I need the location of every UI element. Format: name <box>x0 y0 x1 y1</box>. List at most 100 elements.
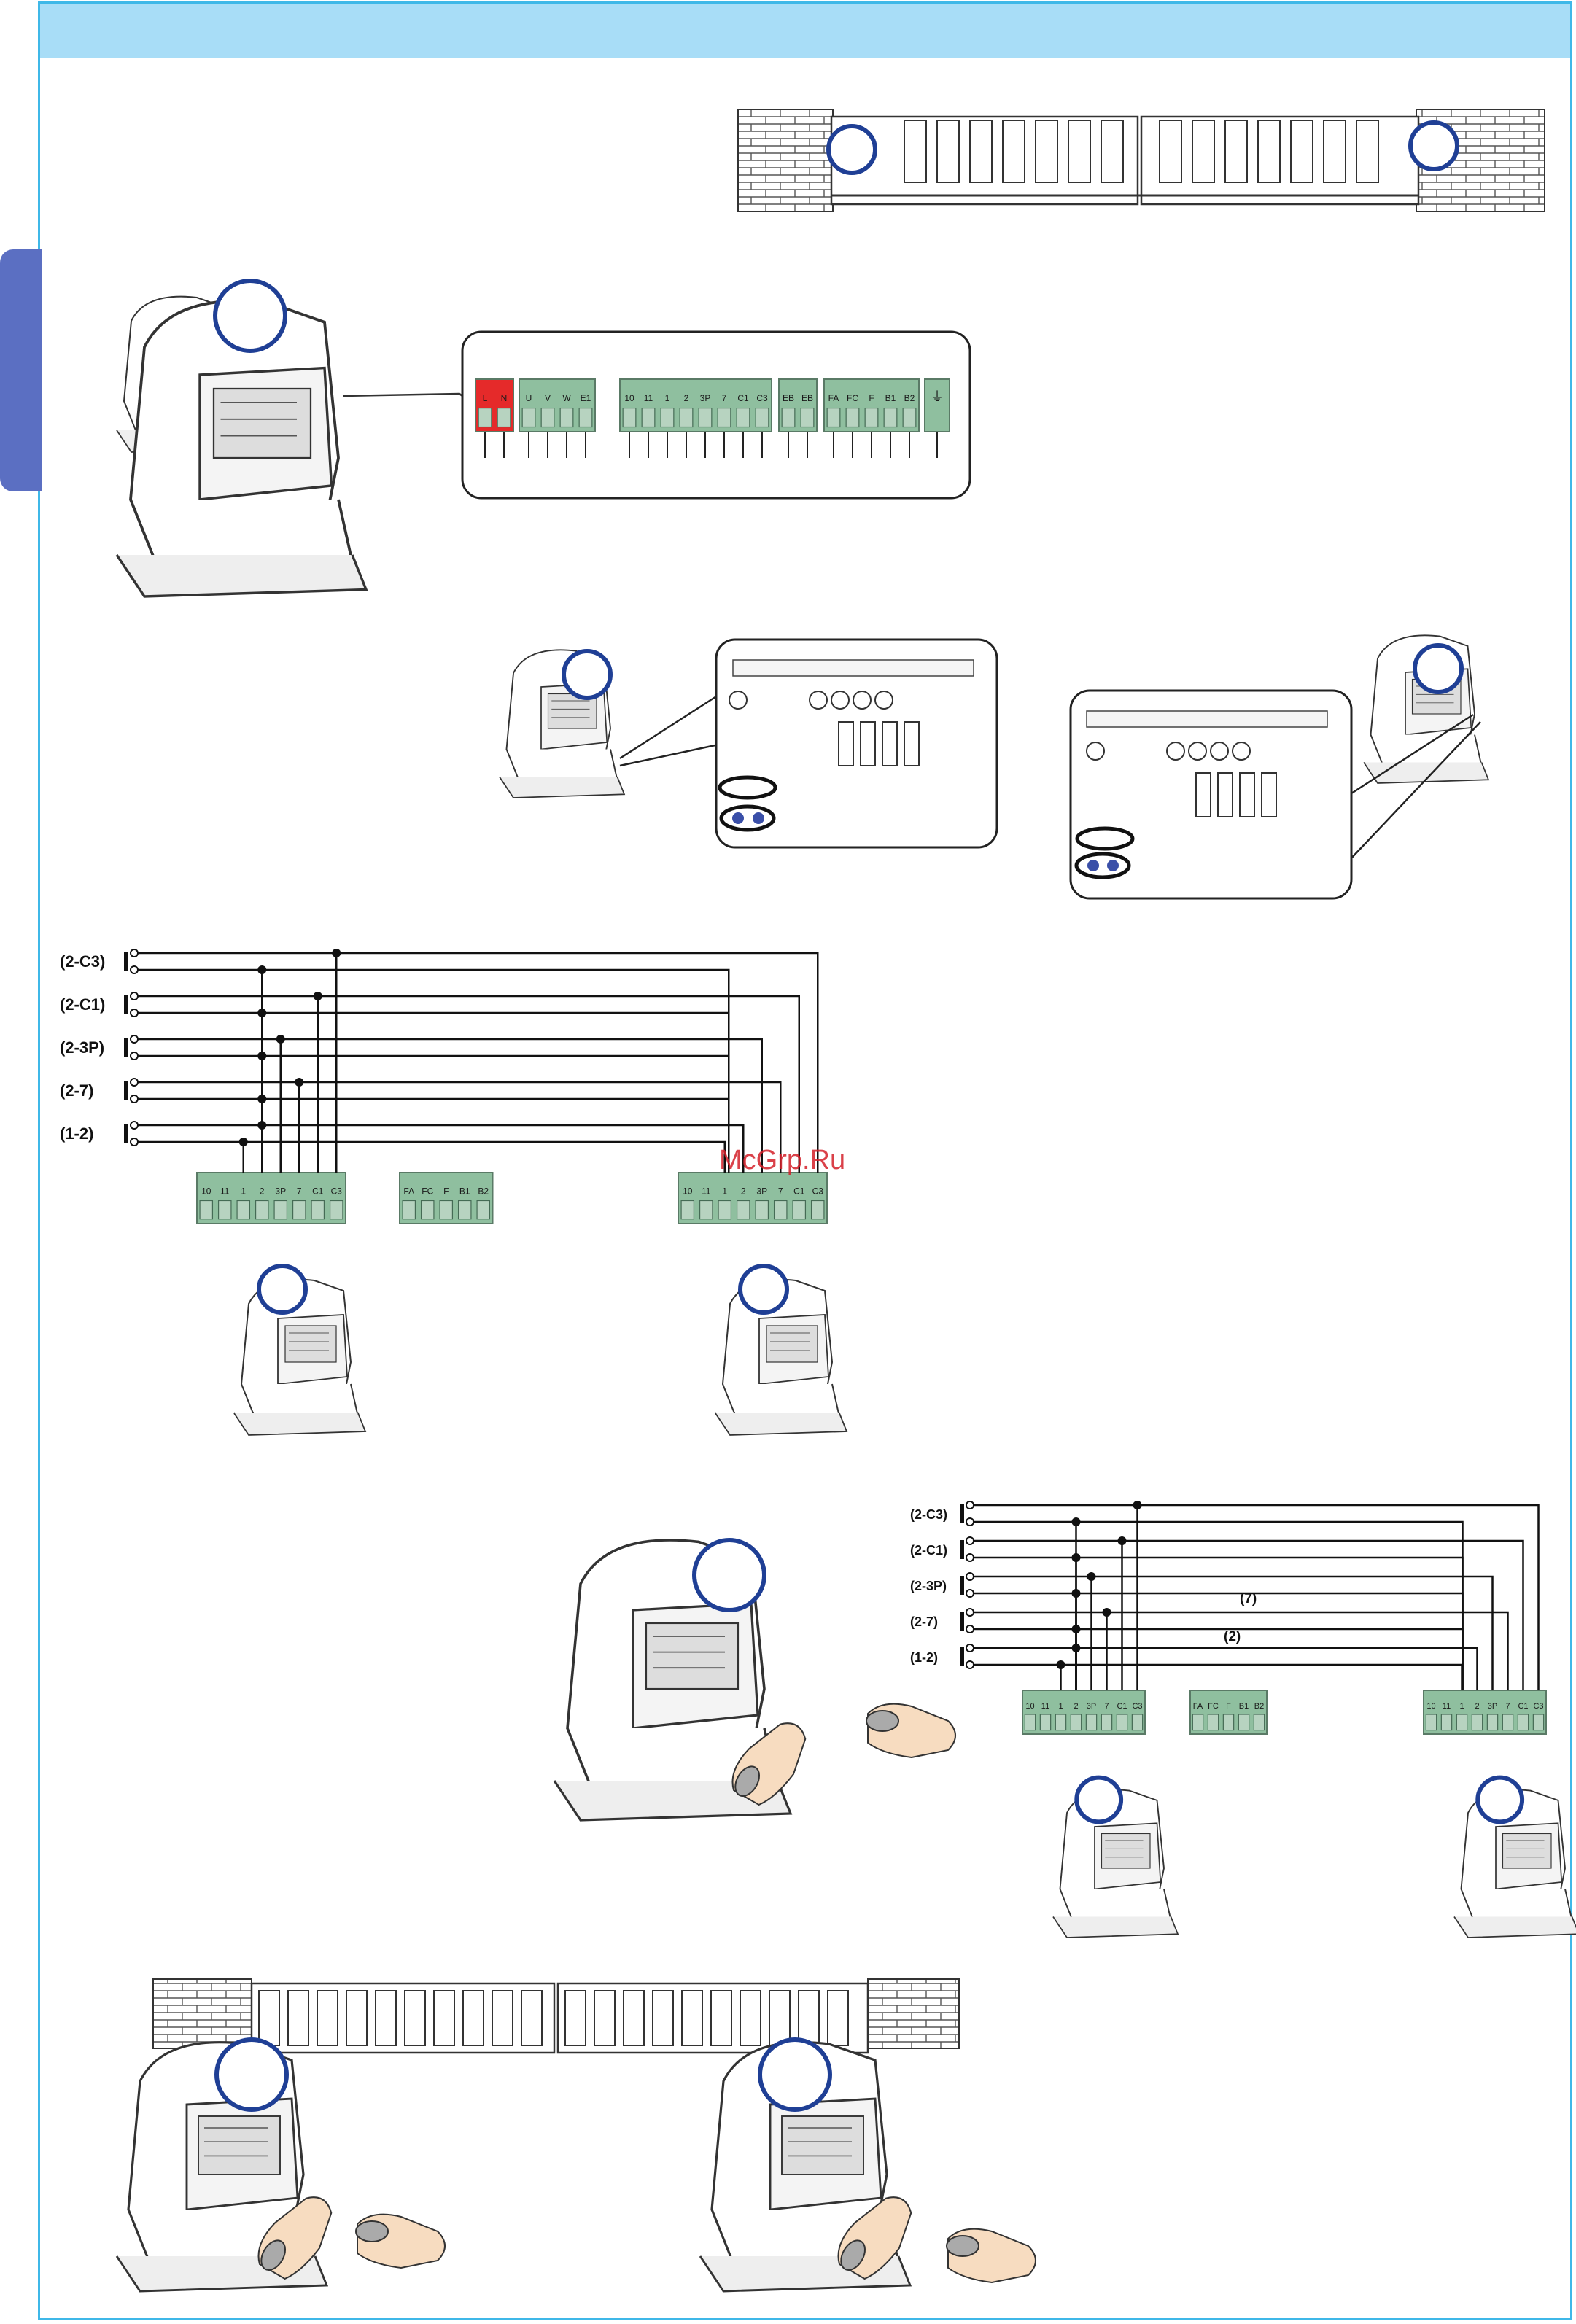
top-strip-control-terminal-screw <box>680 408 693 427</box>
top-strip-encoder-terminal-label: EB <box>801 393 813 403</box>
wiring_diagram_1-board-a-terminal-label: C3 <box>331 1186 343 1196</box>
wiring_diagram_1-board-b-terminal-screw <box>718 1201 731 1219</box>
top-strip-control-terminal-label: 7 <box>722 393 727 403</box>
wiring_diagram_2-board-a-limit-terminal-label: FA <box>1193 1702 1203 1711</box>
wiring_diagram_1-board-b-terminal-screw <box>793 1201 805 1219</box>
wiring_diagram_2-board-b-terminal-screw <box>1533 1714 1543 1730</box>
wiring_diagram_2-board-a-terminal-screw <box>1040 1714 1050 1730</box>
top-strip-control-terminal-label: 2 <box>684 393 689 403</box>
wiring_diagram_1-board-a-limit-terminal-screw <box>459 1201 471 1219</box>
device-label: (2-C3) <box>60 952 105 971</box>
wire-annotation: (7) <box>1240 1591 1257 1606</box>
wiring_diagram_2-board-a-limit-terminal-label: B1 <box>1239 1702 1249 1711</box>
wiring_diagram_1-board-b-terminal-label: C3 <box>812 1186 824 1196</box>
wiring_diagram_2-board-b-terminal-screw <box>1487 1714 1497 1730</box>
pushbutton-icon <box>960 1612 964 1631</box>
wiring_diagram_2-board-b-terminal-screw <box>1456 1714 1467 1730</box>
callout-circle <box>1478 1778 1522 1822</box>
wiring_diagram_1-board-a-limit-terminal-label: B2 <box>478 1186 489 1196</box>
top-strip-power-terminal-screw <box>478 408 492 427</box>
sliding-gate-icon <box>252 1983 554 2053</box>
top-strip-control-terminal-screw <box>642 408 655 427</box>
wiring_diagram_1-board-b-terminal-screw <box>737 1201 750 1219</box>
top-strip-control-terminal-screw <box>699 408 712 427</box>
callout-circle <box>1410 123 1457 169</box>
wiring_diagram_1-board-b-terminal-screw <box>756 1201 768 1219</box>
wiring_diagram_1-board-a-terminal-label: 7 <box>297 1186 302 1196</box>
wire-annotation: (2) <box>1224 1629 1241 1644</box>
wiring_diagram_2-board-b-terminal-label: 11 <box>1443 1702 1451 1711</box>
wiring_diagram_2-board-a-terminal-label: 7 <box>1104 1702 1109 1711</box>
top-strip-limit-terminal-screw <box>827 408 840 427</box>
bottom-gate-illustration <box>117 1979 1036 2291</box>
device-label: (2-7) <box>60 1081 93 1100</box>
pushbutton-icon <box>124 1124 128 1143</box>
brick-wall-icon <box>738 109 833 211</box>
callout-circle <box>694 1540 764 1610</box>
wiring_diagram_1-board-a-limit-terminal-screw <box>403 1201 415 1219</box>
wiring_diagram_1-board-a-limit-terminal-screw <box>440 1201 452 1219</box>
wiring_diagram_2-board-b-terminal-label: 1 <box>1459 1702 1464 1711</box>
wiring_diagram_1-board-b-terminal-screw <box>681 1201 694 1219</box>
device-label: (2-3P) <box>910 1579 947 1593</box>
callout-circle <box>740 1266 787 1313</box>
wiring_diagram_2-board-a-limit-terminal-screw <box>1208 1714 1218 1730</box>
wiring_diagram_2-board-a-limit-terminal-screw <box>1223 1714 1233 1730</box>
top-strip-limit-terminal-screw <box>884 408 897 427</box>
wiring_diagram_1-board-a-terminal-label: 1 <box>241 1186 246 1196</box>
top-gate-illustration <box>738 109 1545 211</box>
wiring_diagram_1-board-b-terminal-label: 10 <box>683 1186 693 1196</box>
wiring_diagram_2-board-b-terminal-screw <box>1426 1714 1436 1730</box>
ground-icon: ⏚ <box>931 389 944 404</box>
wiring_diagram_1-board-a-limit-terminal-label: B1 <box>459 1186 470 1196</box>
top-strip-motor-terminal-screw <box>579 408 592 427</box>
top-strip-control-terminal-screw <box>661 408 674 427</box>
top-strip-encoder-terminal-label: EB <box>783 393 794 403</box>
top-strip-motor-terminal-screw <box>541 408 554 427</box>
wiring_diagram_1-board-a-terminal-label: 11 <box>220 1186 230 1196</box>
top-strip-limit-terminal-label: FC <box>847 393 858 403</box>
top-strip-power-terminal-label: L <box>483 393 488 403</box>
top-strip-control-terminal-label: 11 <box>644 393 653 403</box>
wiring_diagram_2-board-b-terminal-label: 10 <box>1426 1702 1435 1711</box>
device-label: (2-C1) <box>910 1543 947 1558</box>
wiring_diagram_2-board-a-terminal-screw <box>1071 1714 1081 1730</box>
hand-remote-motor-illustration <box>554 1540 955 1820</box>
wiring_diagram_1-board-a-limit-terminal-label: F <box>443 1186 449 1196</box>
wiring_diagram_1-board-a-terminal-screw <box>219 1201 231 1219</box>
device-label: (1-2) <box>910 1650 938 1665</box>
wiring_diagram_2-board-b-terminal-screw <box>1472 1714 1482 1730</box>
wiring_diagram_1-board-b-terminal-label: 3P <box>756 1186 767 1196</box>
wiring_diagram_2-board-a-limit-terminal-screw <box>1238 1714 1249 1730</box>
board-callout-left <box>500 640 997 847</box>
wiring_diagram_2-board-b-terminal-label: C3 <box>1533 1702 1543 1711</box>
callout-circle <box>215 281 285 351</box>
wiring_diagram_2-board-a-terminal-label: C3 <box>1132 1702 1142 1711</box>
wiring_diagram_1-board-b-terminal-screw <box>700 1201 713 1219</box>
top-strip-power-terminal-label: N <box>501 393 508 403</box>
callout-circle <box>217 2040 287 2110</box>
wiring_diagram_2-board-a-limit-terminal-label: B2 <box>1254 1702 1264 1711</box>
wiring_diagram_1-board-a-terminal-screw <box>274 1201 287 1219</box>
top-strip-control-terminal-label: 1 <box>665 393 670 403</box>
wiring_diagram_1-board-a-terminal-label: 3P <box>275 1186 286 1196</box>
top-strip-motor-terminal-label: U <box>526 393 532 403</box>
wiring_diagram_2-board-a-terminal-screw <box>1086 1714 1096 1730</box>
device-label: (2-C3) <box>910 1507 947 1522</box>
wiring_diagram_1-board-a-terminal-label: 10 <box>201 1186 211 1196</box>
wiring_diagram_1-board-a-terminal-screw <box>330 1201 343 1219</box>
wiring_diagram_1-board-a-limit-terminal-screw <box>477 1201 489 1219</box>
callout-circle <box>1076 1778 1121 1822</box>
wiring_diagram_2-board-a-limit-terminal-label: F <box>1226 1702 1231 1711</box>
wiring_diagram_1-board-a-terminal-label: C1 <box>312 1186 324 1196</box>
top-strip-limit-terminal-screw <box>865 408 878 427</box>
callout-circle <box>828 126 875 173</box>
brick-wall-icon <box>153 1979 252 2048</box>
remote-transmitter-icon <box>356 2215 445 2268</box>
wiring_diagram_1-board-b-terminal-label: 1 <box>722 1186 727 1196</box>
top-strip-control-terminal-label: 10 <box>624 393 634 403</box>
wiring_diagram_2-board-a-limit-terminal-screw <box>1254 1714 1264 1730</box>
pushbutton-icon <box>124 1038 128 1057</box>
wiring_diagram_2-board-a-terminal-screw <box>1025 1714 1035 1730</box>
top-strip-limit-terminal-screw <box>846 408 859 427</box>
